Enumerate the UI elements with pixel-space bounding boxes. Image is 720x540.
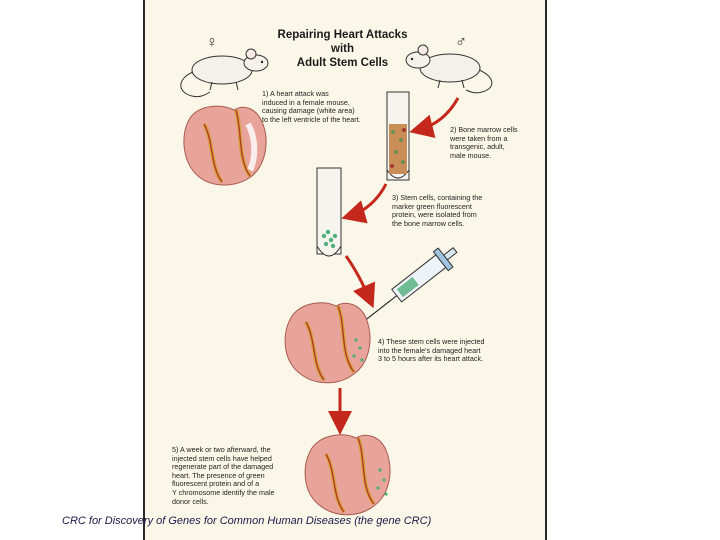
test-tube-icon bbox=[386, 91, 410, 181]
syringe-icon bbox=[363, 247, 458, 322]
female-mouse-icon bbox=[180, 48, 269, 98]
heart-icon bbox=[183, 105, 267, 186]
step-3-text: 3) Stem cells, containing the marker gre… bbox=[392, 193, 483, 228]
step-2-text: 2) Bone marrow cells were taken from a t… bbox=[450, 125, 518, 160]
source-caption: CRC for Discovery of Genes for Common Hu… bbox=[62, 515, 432, 527]
step-1-text: 1) A heart attack was induced in a femal… bbox=[262, 89, 361, 124]
test-tube-icon bbox=[316, 167, 342, 257]
heart-icon bbox=[284, 302, 371, 384]
arrow-icon bbox=[328, 97, 460, 435]
male-mouse-icon bbox=[405, 44, 493, 94]
figure-title: Repairing Heart Attacks with Adult Stem … bbox=[270, 28, 415, 70]
step-4-text: 4) These stem cells were injected into t… bbox=[378, 337, 485, 364]
heart-icon bbox=[304, 434, 391, 516]
title-line: Adult Stem Cells bbox=[296, 57, 389, 69]
step-5-text: 5) A week or two afterward, the injected… bbox=[172, 445, 275, 506]
title-line: Repairing Heart Attacks bbox=[277, 29, 408, 41]
female-symbol: ♀ bbox=[206, 34, 218, 51]
male-symbol: ♂ bbox=[455, 34, 467, 51]
title-line: with bbox=[331, 43, 354, 55]
